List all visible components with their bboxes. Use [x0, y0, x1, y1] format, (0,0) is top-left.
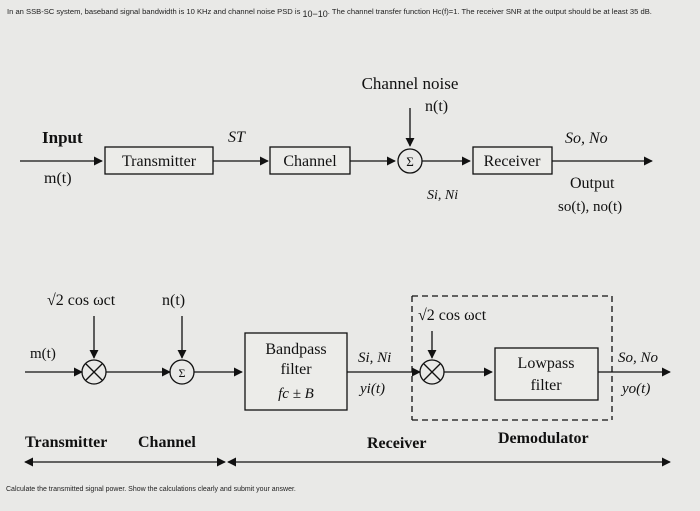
input-signal-label: m(t): [44, 170, 72, 187]
lowpass-filter-block: [494, 347, 599, 401]
output-snr-label: So, No: [565, 130, 608, 147]
carrier-tx-label: √2 cos ωct: [47, 292, 116, 309]
carrier-rx-label: √2 cos ωct: [418, 307, 487, 324]
receiver-input-snr-label: Si, Ni: [427, 188, 458, 203]
ssb-sc-detail-diagram: [24, 295, 671, 467]
statement-part-2: . The channel transfer function Hc(f)=1.…: [327, 7, 652, 16]
message-input-label: m(t): [30, 346, 56, 362]
noise-label-bottom: n(t): [162, 292, 185, 309]
bandpass-output-snr: Si, Ni: [358, 350, 391, 366]
sum-symbol-bottom: Σ: [179, 366, 186, 380]
channel-block: [269, 146, 351, 175]
problem-statement: In an SSB-SC system, baseband signal ban…: [7, 5, 687, 19]
noise-label-top: n(t): [425, 98, 448, 115]
section-channel: Channel: [138, 434, 196, 451]
receiver-label: Receiver: [484, 153, 542, 170]
lowpass-output-signal: yo(t): [620, 381, 650, 397]
input-label: Input: [42, 128, 83, 147]
block-diagrams: Channel noise n(t) Input m(t) ST Transmi…: [20, 74, 671, 467]
section-demodulator: Demodulator: [498, 430, 589, 447]
bandpass-label-1: Bandpass: [265, 341, 326, 358]
receiver-block: [472, 146, 553, 175]
transmitter-label: Transmitter: [122, 153, 197, 170]
output-label: Output: [570, 175, 615, 192]
bandpass-output-signal: yi(t): [358, 381, 385, 397]
bandpass-label-2: filter: [280, 361, 312, 378]
lowpass-output-snr: So, No: [618, 350, 659, 366]
section-receiver: Receiver: [367, 435, 427, 452]
channel-label: Channel: [283, 153, 337, 170]
ssb-system-diagram: [20, 108, 653, 175]
bandpass-label-3: fc ± B: [278, 386, 314, 402]
output-signals-label: so(t), no(t): [558, 199, 622, 215]
noise-psd-value: 10−10: [302, 9, 328, 19]
lowpass-label-2: filter: [530, 377, 562, 394]
bandpass-filter-block: [244, 332, 348, 411]
instructions-text: Calculate the transmitted signal power. …: [6, 486, 296, 493]
lowpass-label-1: Lowpass: [518, 355, 575, 372]
statement-part-1: In an SSB-SC system, baseband signal ban…: [7, 7, 303, 16]
transmitted-power-label: ST: [228, 129, 246, 146]
sum-symbol-top: Σ: [406, 154, 414, 169]
channel-noise-title: Channel noise: [362, 74, 459, 93]
section-transmitter: Transmitter: [25, 434, 107, 451]
